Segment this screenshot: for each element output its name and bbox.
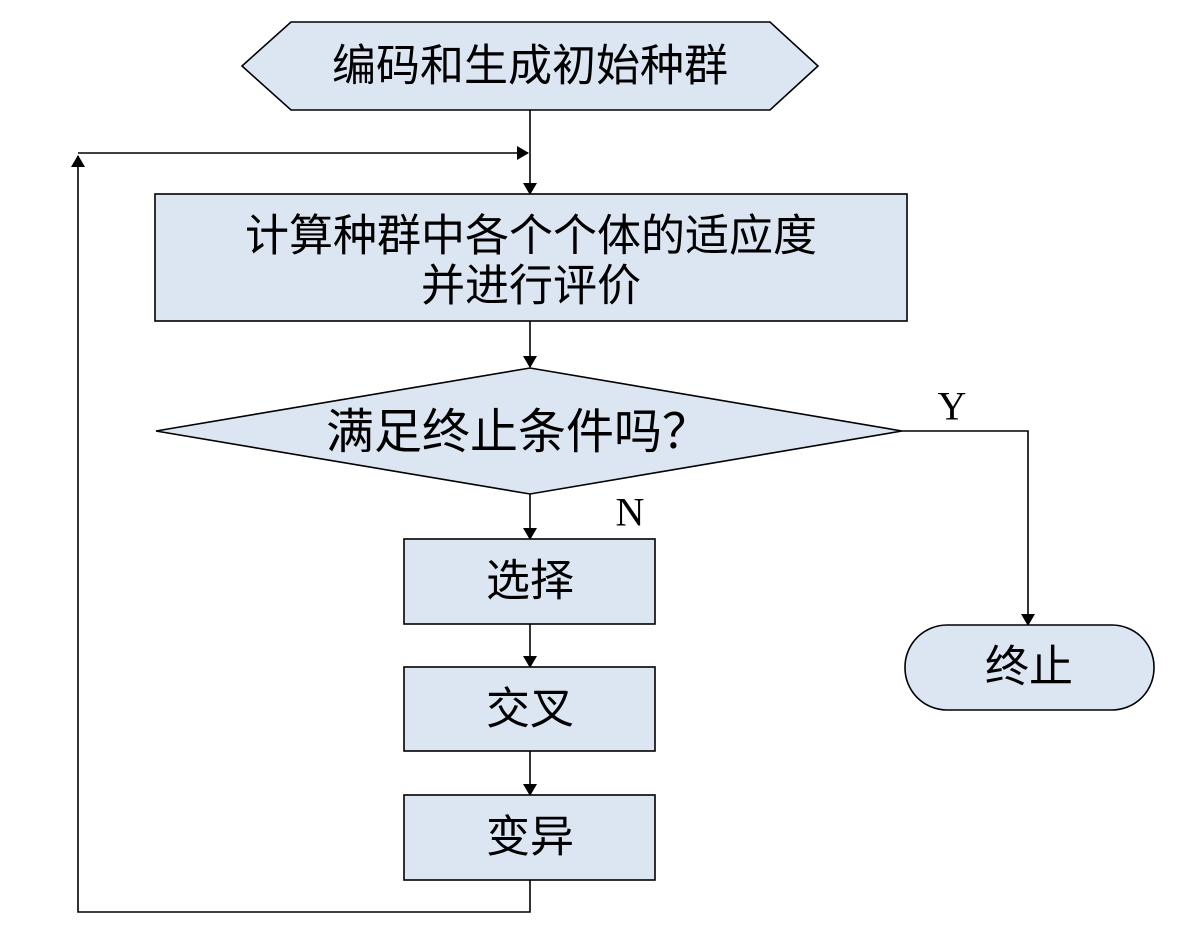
edge-mutate-loop-segment [71,155,531,913]
terminate-node: 终止 [904,624,1155,711]
edge-label-no: N [616,490,645,535]
evaluate-label-line-2: 并进行评价 [421,261,641,312]
select-node: 选择 [403,538,656,625]
evaluate-label-line-1: 计算种群中各个个体的适应度 [245,211,817,262]
select-box [403,538,656,625]
init-node: 编码和生成初始种群 [240,21,820,111]
init-hexagon [240,21,820,111]
crossover-box [403,666,656,752]
crossover-node: 交叉 [403,666,656,752]
terminate-label: 终止 [985,642,1073,693]
edge-label-yes: Y [938,384,967,429]
terminate-box [904,624,1155,711]
decision-label: 满足终止条件吗？ [326,404,710,460]
crossover-label: 交叉 [486,684,574,735]
edge-decision-to-terminate [902,430,1035,626]
evaluate-node: 计算种群中各个个体的适应度 并进行评价 [154,193,908,322]
decision-node: 满足终止条件吗？ [155,367,903,495]
init-label: 编码和生成初始种群 [332,41,728,92]
mutate-node: 变异 [403,794,656,881]
evaluate-box [154,193,908,322]
select-label: 选择 [486,556,574,607]
mutate-label: 变异 [486,812,574,863]
mutate-box [403,794,656,881]
